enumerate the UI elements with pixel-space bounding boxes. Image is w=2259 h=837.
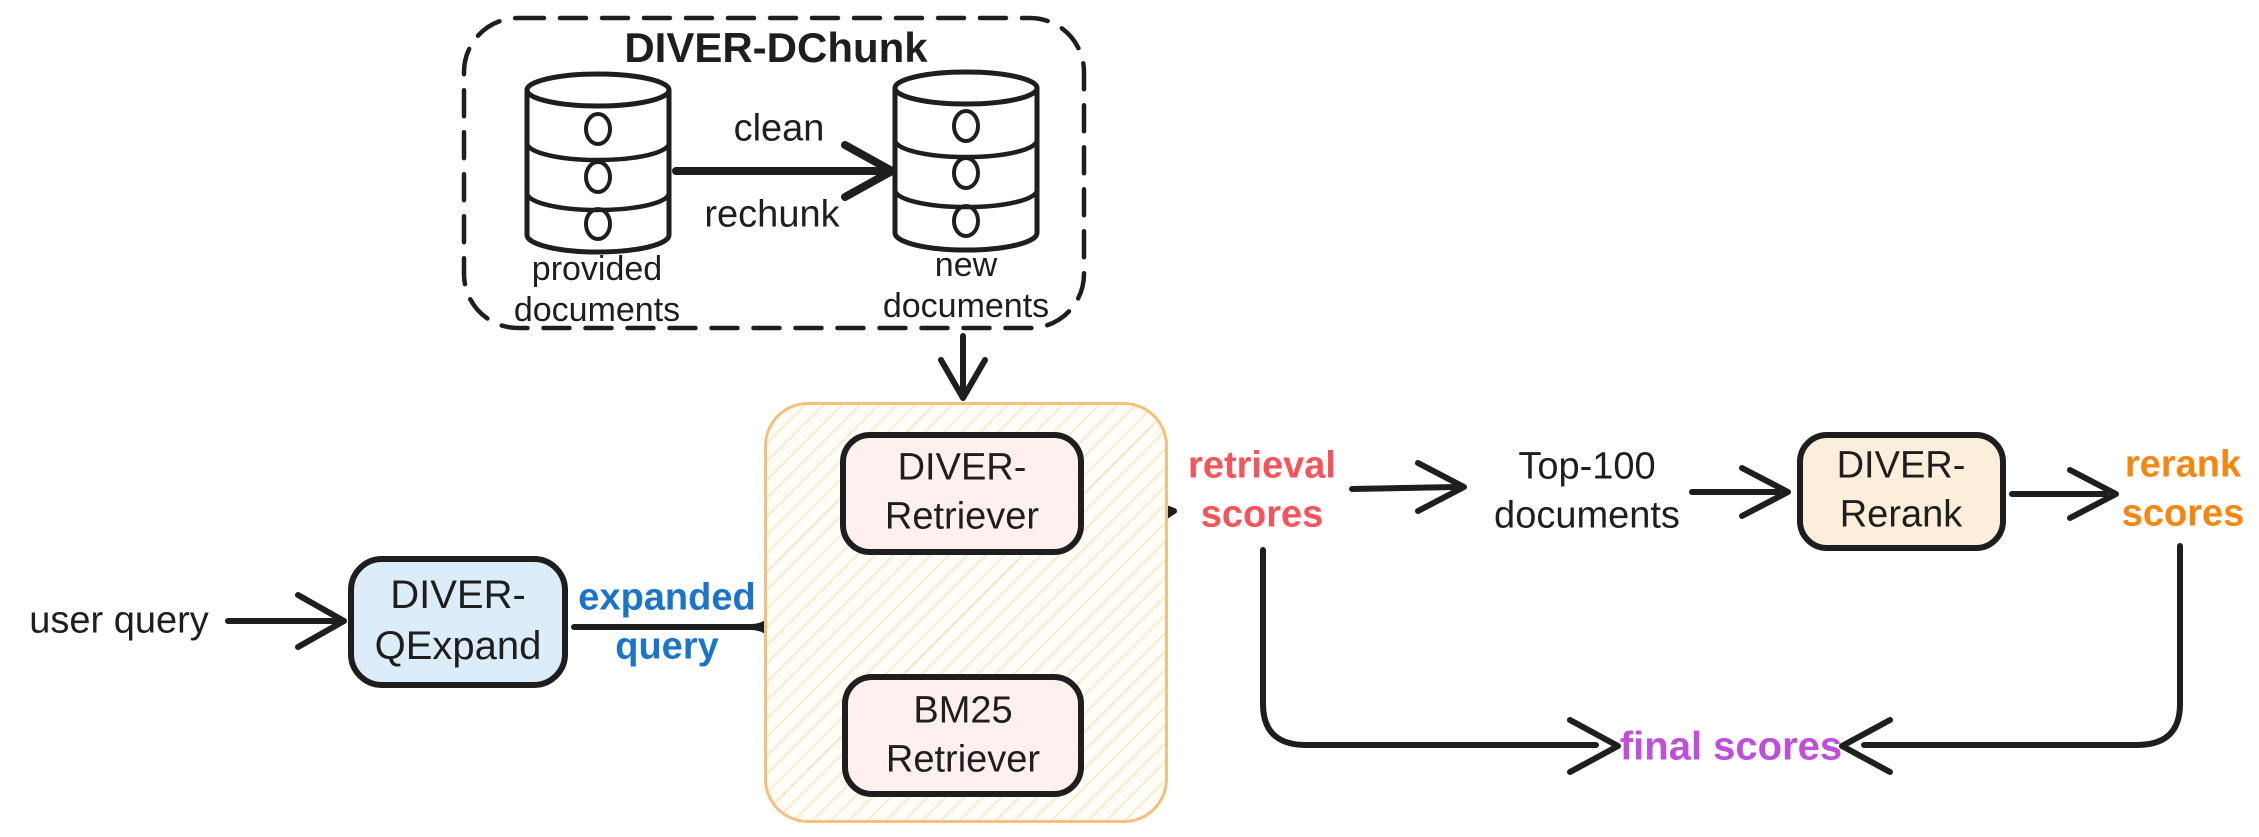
- connector-rerank-to-final: [1839, 543, 2183, 775]
- bm25-box: [842, 674, 1084, 797]
- retriever-box: [840, 432, 1084, 555]
- rechunk-label: rechunk: [704, 193, 840, 236]
- rerank-label: DIVER- Rerank: [1836, 444, 1966, 535]
- top100-documents-label: Top-100 documents: [1494, 445, 1680, 536]
- retrieval-scores-label: retrieval scores: [1188, 444, 1336, 535]
- dchunk-title: DIVER-DChunk: [624, 24, 928, 72]
- clean-label: clean: [733, 107, 825, 150]
- rerank-scores-label: rerank scores: [2121, 443, 2245, 534]
- bm25-label: BM25 Retriever: [885, 689, 1041, 780]
- provided-documents-label: provided documents: [513, 250, 681, 329]
- qexpand-box: [348, 556, 568, 688]
- arrow-rerank-out: [2009, 467, 2119, 521]
- arrow-clean-rechunk: [672, 141, 896, 201]
- qexpand-label: DIVER- QExpand: [374, 572, 542, 668]
- retriever-label: DIVER- Retriever: [884, 446, 1040, 537]
- rerank-box: [1797, 432, 2006, 551]
- arrow-to-top100: [1349, 460, 1467, 514]
- final-scores-label: final scores: [1619, 724, 1843, 769]
- user-query-label: user query: [29, 599, 209, 642]
- database-icon-new: [892, 69, 1040, 253]
- arrow-dchunk-to-retrievers: [938, 333, 988, 401]
- connector-retrieval-to-final: [1260, 547, 1621, 775]
- expanded-query-label: expanded query: [578, 576, 756, 667]
- arrow-user-query: [225, 592, 347, 650]
- dchunk-dashed-box: [461, 15, 1087, 331]
- database-icon-provided: [524, 71, 672, 255]
- new-documents-label: new documents: [882, 246, 1050, 325]
- arrow-to-rerank: [1689, 465, 1791, 519]
